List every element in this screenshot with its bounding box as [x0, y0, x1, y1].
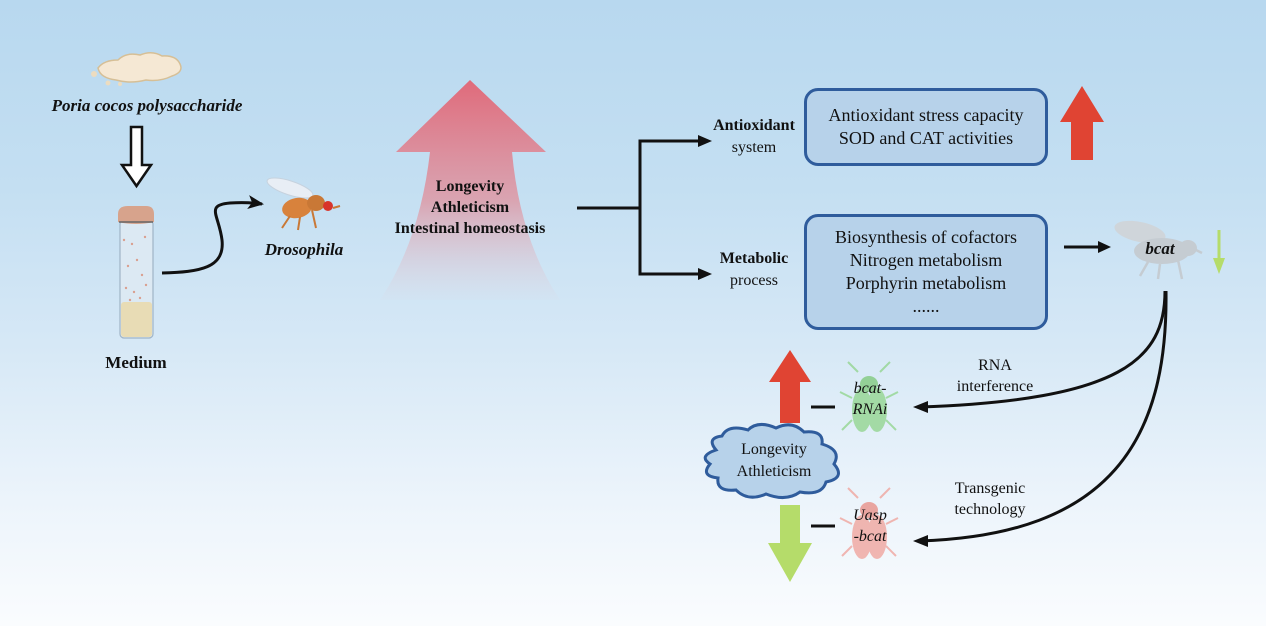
outcome-line: Athleticism — [736, 463, 812, 480]
rnai-fly-icon — [839, 361, 899, 432]
fruit-fly-icon — [266, 177, 341, 231]
transgenic-curve-arrow — [919, 290, 1168, 543]
big-up-arrow — [380, 80, 560, 300]
trend-up-arrow-rnai — [769, 350, 811, 423]
box-line: ...... — [912, 296, 940, 316]
effects-list: Longevity Athleticism Intestinal homeost… — [380, 176, 560, 239]
bcat-label: bcat — [1145, 239, 1175, 258]
metabolic-box: Biosynthesis of cofactors Nitrogen metab… — [804, 214, 1048, 330]
rnai-curve-arrow — [919, 290, 1167, 409]
outcome-line: Longevity — [741, 441, 807, 458]
branch-connector — [577, 139, 700, 276]
method-rnai-label: RNA interference — [940, 355, 1050, 397]
method-line: technology — [954, 501, 1026, 518]
box-line: Porphyrin metabolism — [845, 273, 1007, 293]
fly-label-line: RNAi — [852, 401, 888, 418]
uasp-fly-icon — [839, 487, 899, 559]
outcome-cloud-text: Longevity Athleticism — [716, 439, 832, 483]
source-label: Poria cocos polysaccharide — [51, 96, 243, 115]
branch-title: Antioxidant — [713, 117, 795, 134]
arrowhead-icon — [913, 535, 928, 547]
organism-label: Drosophila — [264, 240, 344, 259]
box-line: SOD and CAT activities — [838, 128, 1014, 148]
branch-subtitle: system — [731, 139, 777, 156]
arrowhead-icon — [913, 401, 928, 413]
fly-label-line: Uasp — [853, 507, 887, 524]
effect-longevity: Longevity — [435, 178, 505, 195]
arrow-to-metabolic — [698, 268, 712, 280]
trend-up-arrow-antioxidant — [1060, 86, 1104, 160]
effect-athleticism: Athleticism — [430, 199, 510, 216]
branch-metabolic: Metabolic process — [704, 248, 804, 292]
culture-tube-icon — [118, 206, 154, 339]
box-line: Antioxidant stress capacity — [828, 105, 1024, 125]
outcome-cloud — [703, 423, 840, 499]
trend-down-arrow-transgenic — [768, 505, 812, 582]
fly-label-line: bcat- — [853, 380, 887, 397]
box-line: Biosynthesis of cofactors — [835, 227, 1017, 247]
method-line: RNA — [978, 357, 1012, 374]
fly-label-line: -bcat — [853, 528, 887, 545]
arrow-to-antioxidant — [698, 135, 712, 147]
rnai-fly-label: bcat- RNAi — [840, 378, 900, 420]
method-line: Transgenic — [954, 480, 1026, 497]
trend-down-arrow-bcat — [1213, 230, 1225, 274]
antioxidant-box: Antioxidant stress capacity SOD and CAT … — [804, 88, 1048, 166]
branch-subtitle: process — [730, 272, 778, 289]
method-transgenic-label: Transgenic technology — [935, 478, 1045, 520]
uasp-fly-label: Uasp -bcat — [840, 505, 900, 547]
box-line: Nitrogen metabolism — [849, 250, 1003, 270]
arrowhead-icon — [1098, 241, 1111, 253]
branch-title: Metabolic — [719, 250, 789, 267]
medium-label: Medium — [105, 353, 167, 372]
hollow-down-arrow — [119, 125, 154, 189]
effect-intestinal: Intestinal homeostasis — [394, 220, 546, 237]
powder-icon — [91, 52, 182, 86]
tube-to-fly-arrow — [161, 195, 264, 275]
branch-antioxidant: Antioxidant system — [704, 115, 804, 159]
method-line: interference — [956, 378, 1034, 395]
bcat-fly-icon — [1114, 220, 1203, 280]
